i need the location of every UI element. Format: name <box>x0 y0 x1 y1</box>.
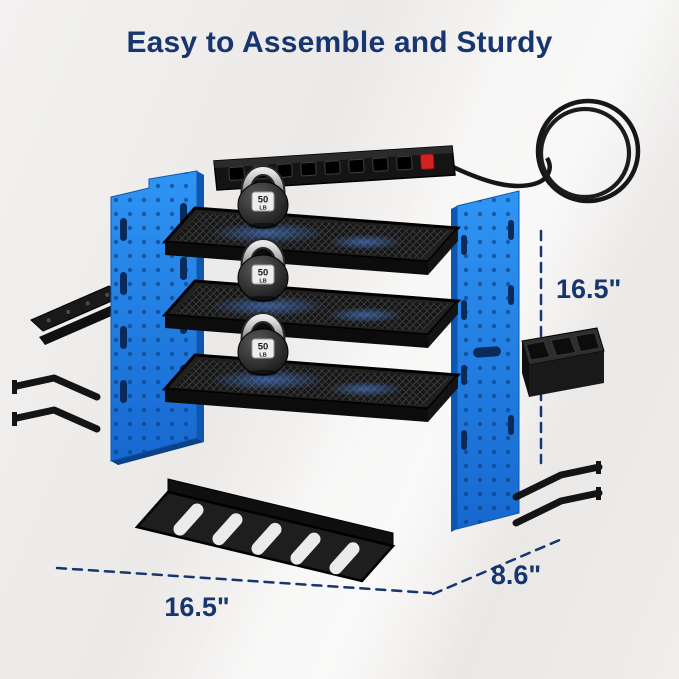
rack-slot <box>329 542 360 575</box>
weight-unit: LB <box>259 206 266 212</box>
shelf-middle <box>161 279 462 348</box>
panel-slot <box>120 326 127 349</box>
outlet <box>228 166 245 181</box>
power-strip-top-face <box>214 146 453 168</box>
shelf-front-edge <box>165 315 428 348</box>
panel-slot <box>508 415 514 435</box>
cord-coil-inner <box>538 106 632 200</box>
power-cord <box>452 98 641 204</box>
dimension-width: 16.5" <box>55 566 433 622</box>
kettlebell-base-shadow <box>248 295 278 303</box>
tray-side-face <box>522 341 529 397</box>
drill-holder-rack <box>134 478 396 583</box>
depth-label: 8.6" <box>491 560 541 590</box>
bracket-hole <box>85 301 90 306</box>
outlet <box>324 160 341 175</box>
outlet <box>348 158 365 174</box>
hook <box>512 489 603 527</box>
height-label: 16.5" <box>556 274 621 304</box>
kettlebell: 50 LB <box>237 165 289 230</box>
rack-slot <box>173 503 204 536</box>
bracket-rail-bottom <box>39 303 123 345</box>
outlet <box>372 157 389 172</box>
panel-edge <box>451 206 457 532</box>
left-hooks <box>12 374 101 433</box>
right-pegboard-panel <box>451 190 520 532</box>
kettlebell-handle <box>242 314 284 344</box>
kettlebell: 50 LB <box>237 312 289 377</box>
outlet <box>396 155 413 171</box>
panel-slot <box>120 272 127 295</box>
panel-slot <box>120 380 127 403</box>
dimension-height: 16.5" <box>539 229 621 465</box>
right-hooks <box>512 461 603 527</box>
bracket-hole <box>46 318 51 323</box>
tray-front-face <box>529 351 604 397</box>
panel-slot <box>508 220 514 240</box>
kettlebell: 50 LB <box>237 238 289 303</box>
weight-badge <box>251 338 275 359</box>
shelf-blue-sheen <box>327 234 403 250</box>
weight-value: 50 <box>258 268 269 279</box>
panel-slot <box>180 257 187 280</box>
weight-unit: LB <box>259 353 266 359</box>
panel-holes <box>457 191 519 529</box>
dimension-depth: 8.6" <box>431 537 564 596</box>
panel-slot <box>461 300 467 320</box>
width-dashed-line <box>55 566 433 595</box>
hook <box>13 374 101 401</box>
outlet <box>300 161 317 177</box>
rack-slot <box>212 513 243 546</box>
cord-coil-outer <box>535 98 641 204</box>
panel-slot <box>461 235 467 255</box>
tray-compartment <box>525 340 551 361</box>
shelf-end-edge <box>428 375 458 422</box>
bracket-hole <box>105 292 110 297</box>
panel-slot <box>461 430 467 450</box>
panel-handle-slot <box>473 346 501 358</box>
weight-badge <box>251 191 275 212</box>
shelf-blue-sheen <box>210 222 326 244</box>
kettlebell-handle <box>242 167 284 197</box>
bracket-hole <box>66 309 71 314</box>
shelf-blue-sheen <box>327 381 403 397</box>
shelf-front-edge <box>165 242 428 275</box>
panel-slot <box>508 285 514 305</box>
kettlebell-handle <box>242 240 284 270</box>
shelf-end-edge <box>428 228 458 275</box>
weight-value: 50 <box>258 342 269 353</box>
mounting-bracket <box>30 285 123 345</box>
tray-compartment <box>575 332 600 352</box>
kettlebell-base-shadow <box>248 369 278 377</box>
shelf-blue-sheen <box>210 295 326 317</box>
shelf-blue-sheen <box>210 369 326 391</box>
shelf-bottom <box>161 353 462 422</box>
hook <box>512 463 603 501</box>
kettlebell-base-shadow <box>248 222 278 230</box>
weight-badge <box>251 264 275 285</box>
shelf-top <box>161 206 462 275</box>
shelf-front-edge <box>165 389 428 422</box>
storage-tray <box>521 327 605 397</box>
shelf-end-edge <box>428 301 458 348</box>
panel-slot <box>461 365 467 385</box>
power-switch <box>419 153 435 170</box>
width-label: 16.5" <box>164 592 229 622</box>
cord-curve <box>452 156 552 189</box>
weight-unit: LB <box>259 279 266 285</box>
headline: Easy to Assemble and Sturdy <box>126 26 553 59</box>
depth-dashed-line <box>431 537 564 596</box>
panel-slot <box>120 218 127 241</box>
hook <box>13 406 101 433</box>
rack-slot <box>290 532 321 565</box>
panel-bottom-edge <box>111 438 204 465</box>
shelf-blue-sheen <box>327 307 403 323</box>
weight-value: 50 <box>258 195 269 206</box>
rack-slot <box>251 522 282 555</box>
tray-compartment <box>550 336 577 357</box>
